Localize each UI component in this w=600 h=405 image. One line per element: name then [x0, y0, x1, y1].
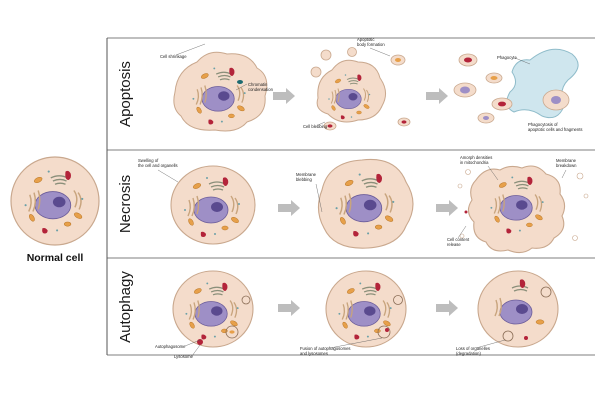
autophagy-stage-3 [477, 270, 559, 348]
necrosis-membrane-blebbing [317, 158, 414, 249]
necrosis-swelling [170, 165, 256, 245]
autophagy-stage-1 [172, 270, 254, 348]
arrow-right-icon [436, 300, 458, 316]
autophagy-stage-2 [325, 270, 407, 348]
normal-cell [10, 156, 100, 246]
apoptosis-blebbing [310, 47, 411, 131]
label-autophagosome: Autophagosome [155, 344, 186, 349]
label-phagocyte: Phagocyte [497, 55, 517, 60]
arrow-right-icon [273, 88, 295, 104]
label-cell-blebbing: Cell blebbing [303, 124, 328, 129]
row-frame [106, 37, 595, 356]
label-cell-shrinkage: Cell shrinkage [160, 54, 187, 59]
row-title-apoptosis: Apoptosis [117, 61, 134, 127]
label-lysosome: Lysosome [174, 354, 194, 359]
arrow-right-icon [278, 300, 300, 316]
normal-cell-title: Normal cell [27, 252, 84, 264]
necrosis-breakdown [457, 165, 589, 254]
arrow-right-icon [278, 200, 300, 216]
row-title-necrosis: Necrosis [117, 175, 134, 233]
row-title-autophagy: Autophagy [117, 271, 134, 343]
apoptosis-phagocytosis [453, 48, 579, 124]
apoptosis-cell-shrinkage [173, 51, 268, 132]
label-loss-of-organelles: Loss of organelles(degradation) [456, 346, 490, 356]
arrow-right-icon [426, 88, 448, 104]
arrow-right-icon [436, 200, 458, 216]
